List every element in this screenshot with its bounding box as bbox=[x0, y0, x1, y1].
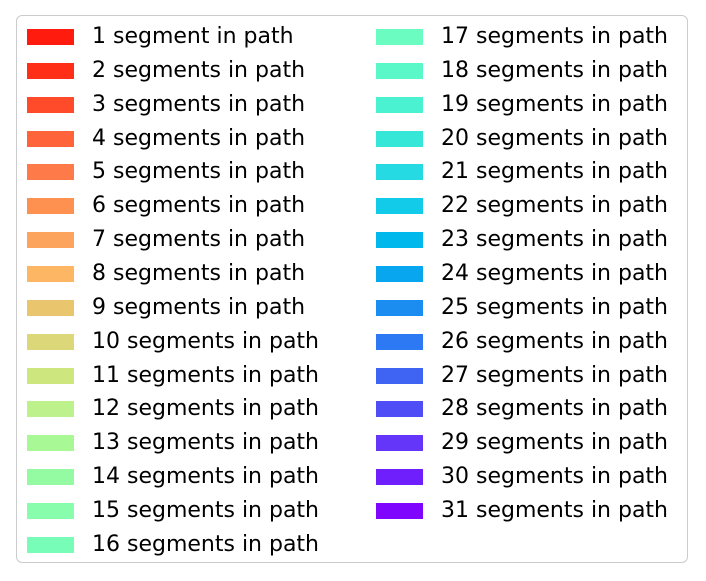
legend-label: 9 segments in path bbox=[92, 294, 306, 320]
legend-label: 25 segments in path bbox=[441, 294, 669, 320]
legend-swatch bbox=[376, 401, 423, 418]
legend-swatch bbox=[27, 333, 74, 350]
legend-label: 27 segments in path bbox=[441, 362, 669, 388]
legend: 1 segment in path 2 segments in path 3 seg… bbox=[16, 15, 688, 563]
legend-label: 4 segments in path bbox=[92, 125, 306, 151]
legend-label: 30 segments in path bbox=[441, 464, 669, 490]
legend-label: 13 segments in path bbox=[92, 430, 320, 456]
legend-label: 23 segments in path bbox=[441, 227, 669, 253]
legend-label: 10 segments in path bbox=[92, 328, 320, 354]
legend-label: 2 segments in path bbox=[92, 57, 306, 83]
legend-label: 22 segments in path bbox=[441, 193, 669, 219]
legend-label: 3 segments in path bbox=[92, 91, 306, 117]
legend-swatch bbox=[27, 96, 74, 113]
legend-swatch bbox=[27, 435, 74, 452]
legend-swatch bbox=[27, 232, 74, 249]
legend-label: 6 segments in path bbox=[92, 193, 306, 219]
legend-swatch bbox=[376, 435, 423, 452]
legend-swatch bbox=[376, 164, 423, 181]
legend-swatch bbox=[376, 62, 423, 79]
legend-swatch bbox=[376, 333, 423, 350]
legend-label: 5 segments in path bbox=[92, 159, 306, 185]
legend-swatch bbox=[376, 198, 423, 215]
legend-swatch bbox=[27, 536, 74, 553]
legend-label: 24 segments in path bbox=[441, 260, 669, 286]
legend-swatch bbox=[27, 401, 74, 418]
legend-swatch bbox=[27, 367, 74, 384]
legend-swatch bbox=[27, 299, 74, 316]
legend-swatch bbox=[27, 164, 74, 181]
legend-swatch bbox=[27, 469, 74, 486]
legend-label: 11 segments in path bbox=[92, 362, 320, 388]
legend-swatch bbox=[27, 130, 74, 147]
legend-label: 18 segments in path bbox=[441, 57, 669, 83]
legend-label: 16 segments in path bbox=[92, 531, 320, 557]
legend-label: 26 segments in path bbox=[441, 328, 669, 354]
legend-label: 29 segments in path bbox=[441, 430, 669, 456]
legend-label: 14 segments in path bbox=[92, 464, 320, 490]
legend-label: 20 segments in path bbox=[441, 125, 669, 151]
legend-swatch bbox=[27, 198, 74, 215]
legend-swatch bbox=[376, 299, 423, 316]
legend-swatch bbox=[376, 29, 423, 45]
legend-swatch bbox=[376, 502, 423, 519]
legend-swatch bbox=[27, 265, 74, 282]
legend-swatch bbox=[376, 232, 423, 249]
legend-label: 7 segments in path bbox=[92, 227, 306, 253]
legend-label: 1 segment in path bbox=[92, 24, 294, 49]
legend-label: 21 segments in path bbox=[441, 159, 669, 185]
legend-swatch bbox=[376, 130, 423, 147]
legend-swatch bbox=[27, 29, 74, 45]
legend-swatch bbox=[376, 367, 423, 384]
legend-swatch bbox=[376, 265, 423, 282]
legend-label: 15 segments in path bbox=[92, 497, 320, 523]
legend-label: 12 segments in path bbox=[92, 396, 320, 422]
legend-label: 28 segments in path bbox=[441, 396, 669, 422]
legend-swatch bbox=[376, 96, 423, 113]
legend-label: 19 segments in path bbox=[441, 91, 669, 117]
legend-swatch bbox=[376, 469, 423, 486]
legend-label: 31 segments in path bbox=[441, 497, 669, 523]
legend-swatch bbox=[27, 502, 74, 519]
legend-swatch bbox=[27, 62, 74, 79]
legend-label: 17 segments in path bbox=[441, 24, 669, 49]
legend-label: 8 segments in path bbox=[92, 260, 306, 286]
